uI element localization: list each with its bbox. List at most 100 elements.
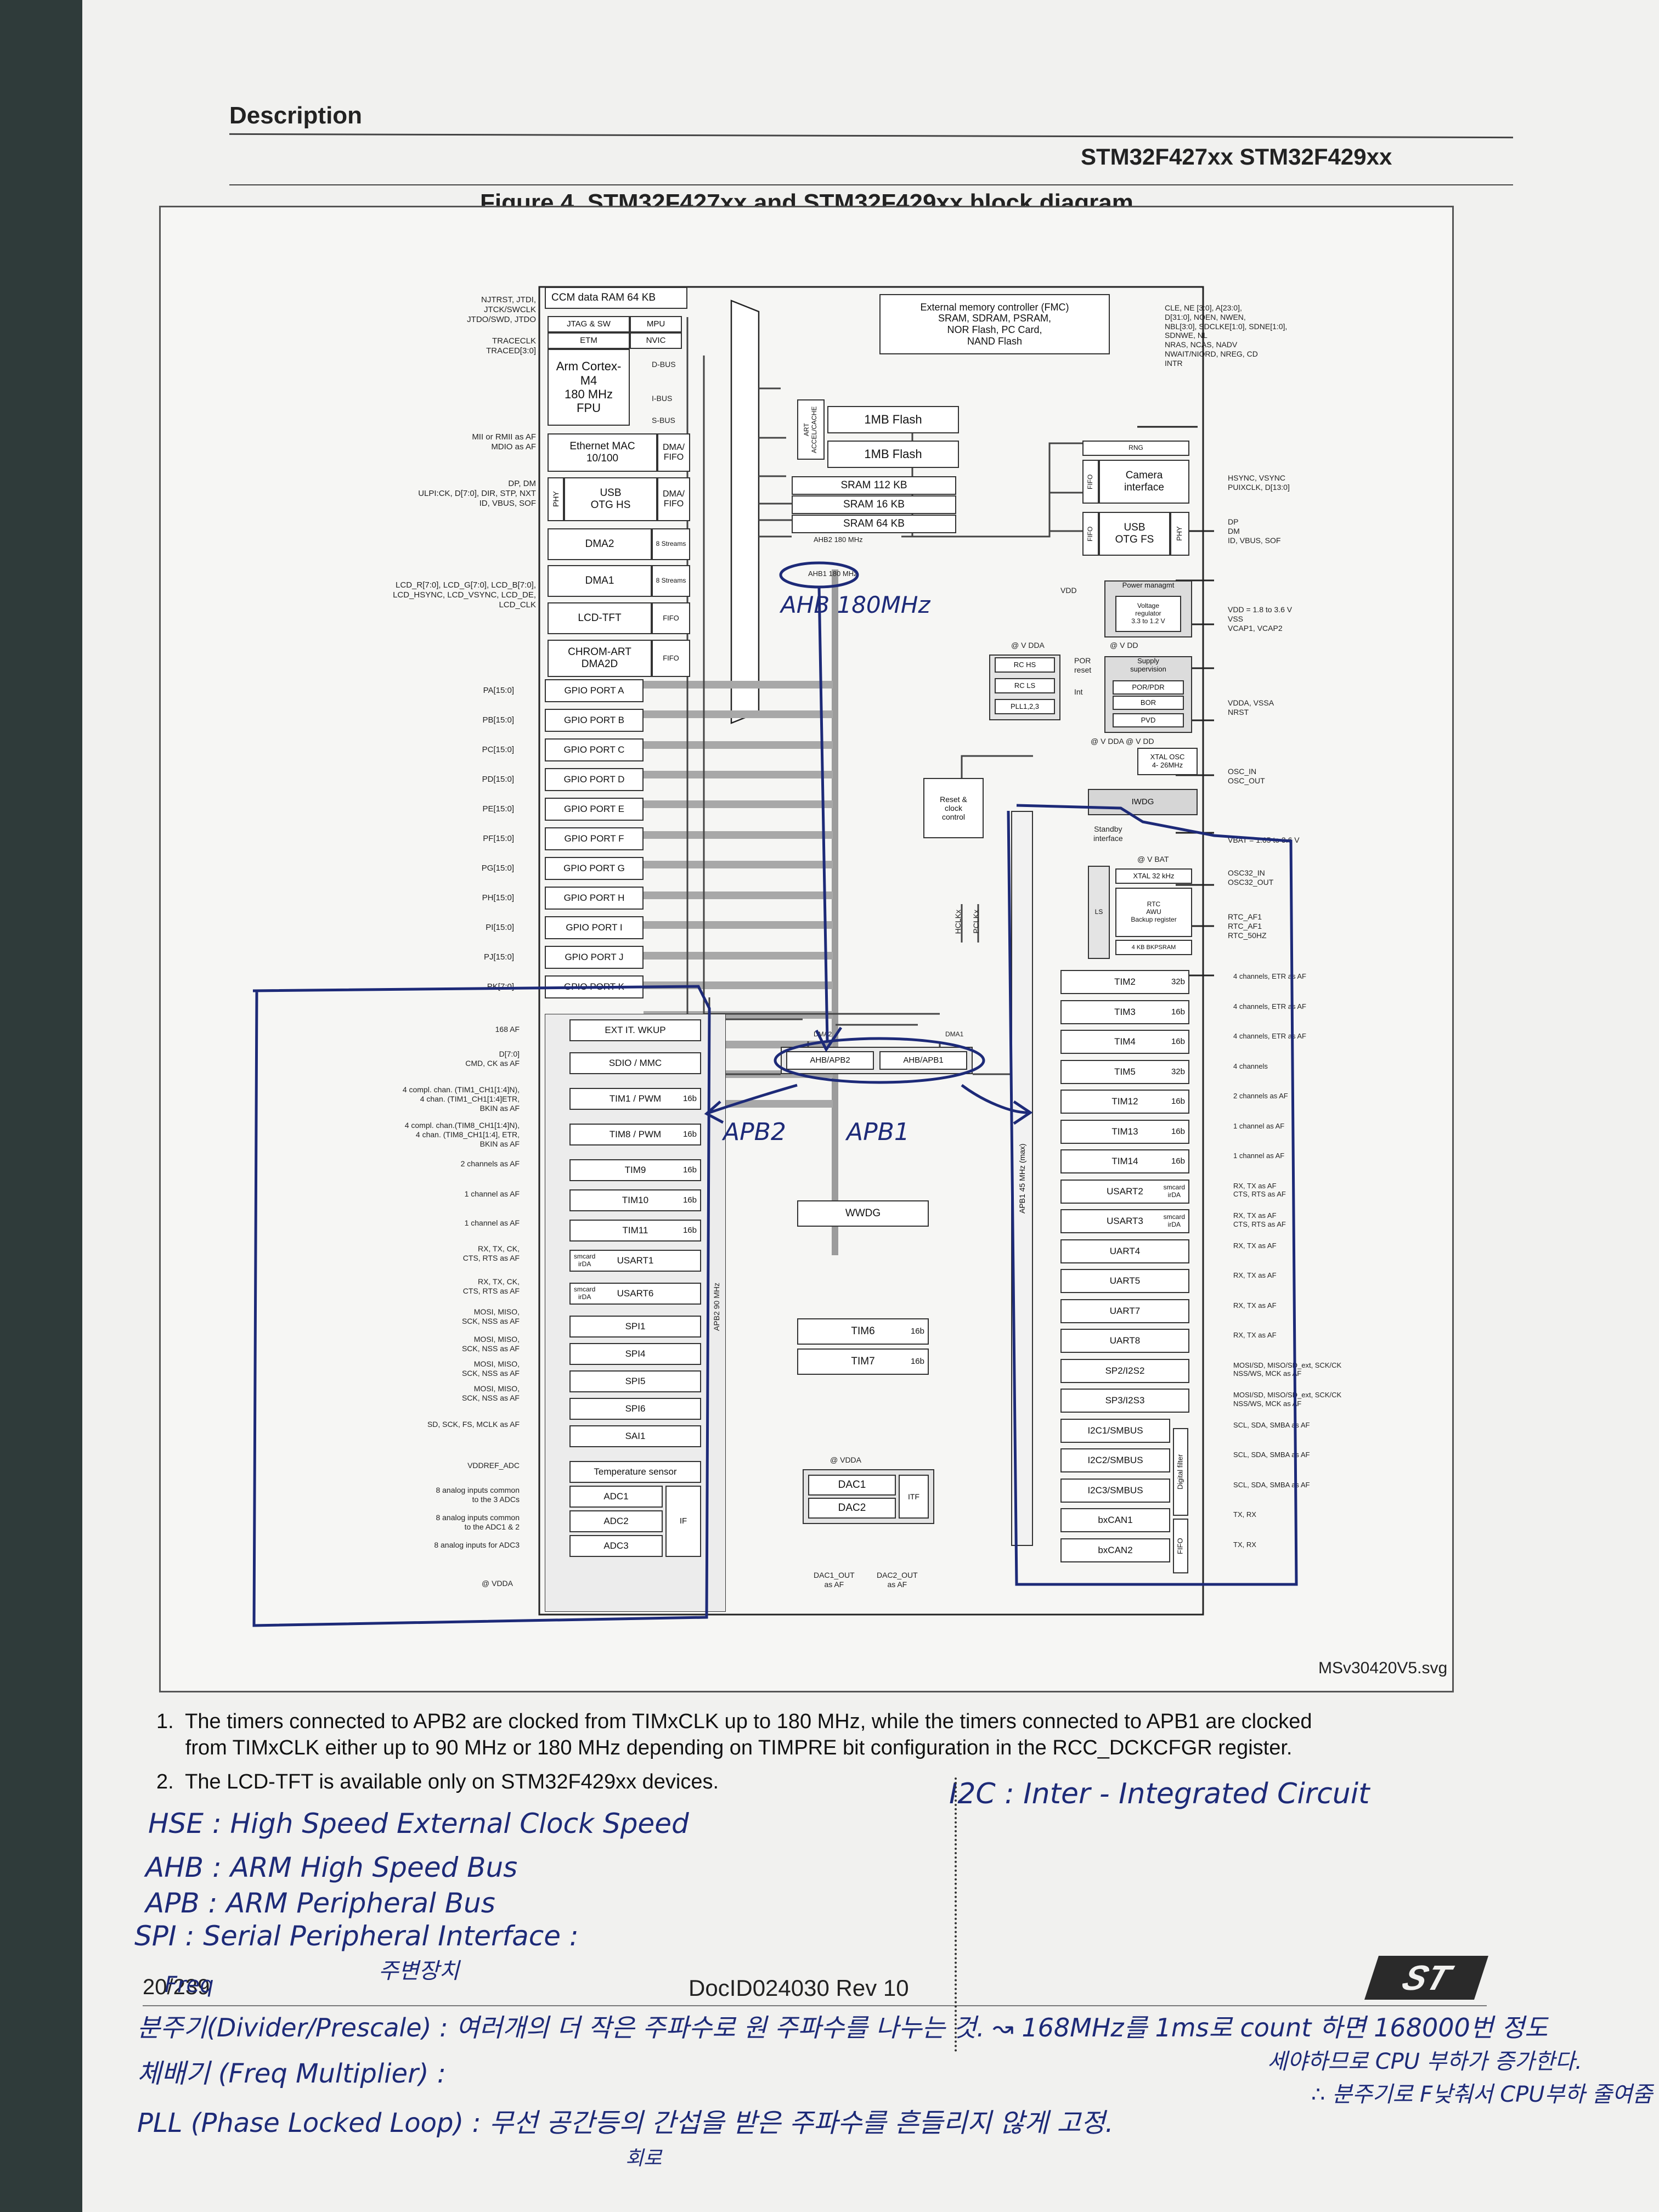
cpu-line-1: Arm Cortex-M4 (556, 359, 622, 387)
footnote-2: 2. The LCD-TFT is available only on STM3… (156, 1770, 719, 1793)
apb2-block-width: 16b (682, 1130, 697, 1139)
usb-otg-fs: USB OTG FS (1099, 512, 1170, 556)
apb2-smcard: smcard irDA (574, 1252, 596, 1268)
gpio-port: GPIO PORT F (545, 827, 644, 850)
apb2-signal: MOSI, MISO, SCK, NSS as AF (461, 1359, 520, 1378)
usb-hs-line-2: OTG HS (590, 499, 631, 511)
gpio-port: GPIO PORT A (545, 679, 644, 702)
bor: BOR (1113, 696, 1184, 710)
hw-multiplier: 체배기 (Freq Multiplier) : (137, 2058, 446, 2089)
usb-fs-line-2: OTG FS (1115, 534, 1154, 545)
dbus-label: D-BUS (652, 360, 676, 369)
ccm-ram: CCM data RAM 64 KB (545, 287, 687, 309)
apb1-signal: 2 channels as AF (1233, 1092, 1288, 1100)
lcd-tft: LCD-TFT (548, 602, 652, 634)
hw-i2c: I2C : Inter - Integrated Circuit (949, 1778, 1370, 1810)
product-title: STM32F427xx STM32F429xx (1081, 144, 1392, 170)
apb1-block-width: smcard irDA (1163, 1183, 1185, 1199)
rng: RNG (1082, 441, 1189, 456)
apb2-block-label: ADC3 (603, 1541, 629, 1551)
apb2-signal: D[7:0] CMD, CK as AF (465, 1049, 520, 1068)
apb2-block: SPI4 (569, 1343, 701, 1365)
dma2-streams: 8 Streams (652, 528, 690, 560)
apb2-block-label: TIM10 (622, 1195, 649, 1206)
apb2-signal: MOSI, MISO, SCK, NSS as AF (461, 1384, 520, 1402)
usb-dma-fifo: DMA/ FIFO (657, 477, 690, 521)
ahb2-label: AHB2 180 MHz (814, 535, 863, 544)
apb2-block-label: SPI4 (625, 1348, 646, 1359)
apb2-block: SPI6 (569, 1398, 701, 1420)
voltage-regulator: Voltage regulator 3.3 to 1.2 V (1115, 596, 1181, 632)
gpio-pins: PG[15:0] (481, 864, 514, 873)
apb1-block-width: 32b (1171, 1066, 1185, 1076)
apb2-block: SPI1 (569, 1316, 701, 1338)
apb2-block: SAI1 (569, 1425, 701, 1447)
apb2-block-label: ADC2 (603, 1516, 629, 1527)
vdda-label: @ V DDA (1011, 641, 1045, 650)
vdda-vdd-label: @ V DDA @ V DD (1091, 737, 1154, 746)
adc-if: IF (665, 1486, 701, 1557)
chrom-fifo: FIFO (652, 640, 690, 677)
camera-interface: Camera interface (1099, 460, 1189, 504)
apb1-block-label: bxCAN2 (1098, 1544, 1133, 1555)
trace-signals: TRACECLK TRACED[3:0] (486, 336, 536, 356)
apb2-signal: 8 analog inputs for ADC3 (434, 1541, 520, 1549)
apb2-block: Temperature sensor (569, 1461, 701, 1483)
nvic: NVIC (630, 332, 682, 349)
apb2-vdda-label: @ VDDA (482, 1579, 513, 1588)
apb1-block-label: UART7 (1109, 1305, 1141, 1316)
apb1-block: I2C1/SMBUS (1060, 1418, 1170, 1443)
apb2-block-label: Temperature sensor (594, 1466, 677, 1477)
apb1-signal: 4 channels (1233, 1062, 1268, 1070)
pvd: PVD (1113, 713, 1184, 727)
apb2-block: TIM11 16b (569, 1220, 701, 1242)
apb1-block-label: I2C2/SMBUS (1087, 1455, 1143, 1466)
gpio-pins: PE[15:0] (482, 804, 514, 814)
apb1-block-label: UART4 (1109, 1245, 1141, 1256)
apb2-signal: 8 analog inputs common to the 3 ADCs (436, 1486, 520, 1504)
apb2-block-width: 16b (682, 1165, 697, 1175)
apb2-block-width: 16b (682, 1094, 697, 1104)
rc-ls: RC LS (995, 678, 1055, 693)
cpu-line-3: FPU (577, 401, 601, 415)
apb1-signal: 1 channel as AF (1233, 1152, 1285, 1160)
mpu: MPU (630, 316, 682, 332)
apb2-block-width: 16b (682, 1226, 697, 1235)
apb1-signal: RX, TX as AF CTS, RTS as AF (1233, 1181, 1286, 1199)
gpio-pins: PJ[15:0] (483, 952, 514, 962)
hw-hse: HSE : High Speed External Clock Speed (148, 1808, 689, 1839)
apb2-block-label: TIM11 (622, 1225, 648, 1236)
fmc-line-2: SRAM, SDRAM, PSRAM, (938, 313, 1052, 324)
apb2-signal: 4 compl. chan.(TIM8_CH1[1:4]N), 4 chan. … (404, 1121, 520, 1148)
xtal-32k: XTAL 32 kHz (1115, 868, 1192, 884)
ahb1-label: AHB1 180 MHz (808, 569, 857, 578)
apb1-signal: RX, TX as AF CTS, RTS as AF (1233, 1211, 1286, 1228)
flash-bank-1: 1MB Flash (827, 406, 959, 433)
apb2-block-label: EXT IT. WKUP (605, 1025, 666, 1036)
hw-spi: SPI : Serial Peripheral Interface : (134, 1920, 579, 1952)
apb1-block-width: 16b (1171, 1126, 1185, 1136)
apb2-block-label: TIM1 / PWM (609, 1093, 662, 1104)
apb1-block-label: UART5 (1109, 1276, 1141, 1286)
apb1-block: SP3/I2S3 (1060, 1389, 1189, 1413)
tim6-label: TIM6 (851, 1325, 875, 1338)
apb1-block: bxCAN1 (1060, 1508, 1170, 1532)
hw-ahb: AHB : ARM High Speed Bus (145, 1852, 518, 1883)
wwdg: WWDG (797, 1200, 929, 1227)
apb2-signal: MOSI, MISO, SCK, NSS as AF (461, 1335, 520, 1353)
apb1-signal: MOSI/SD, MISO/SD_ext, SCK/CK NSS/WS, MCK… (1233, 1361, 1342, 1378)
eth-dma-fifo: DMA/ FIFO (657, 433, 690, 472)
hw-pll: PLL (Phase Locked Loop) : 무선 공간등의 간섭을 받은… (137, 2108, 1114, 2138)
apb1-block-label: TIM12 (1111, 1096, 1138, 1107)
handwriting-marks (252, 561, 1298, 1627)
apb2-block-width: 16b (682, 1195, 697, 1205)
ulpi-signals: DP, DM ULPI:CK, D[7:0], DIR, STP, NXT ID… (418, 479, 536, 508)
hw-spi-korean: 주변장치 (379, 1959, 460, 1984)
